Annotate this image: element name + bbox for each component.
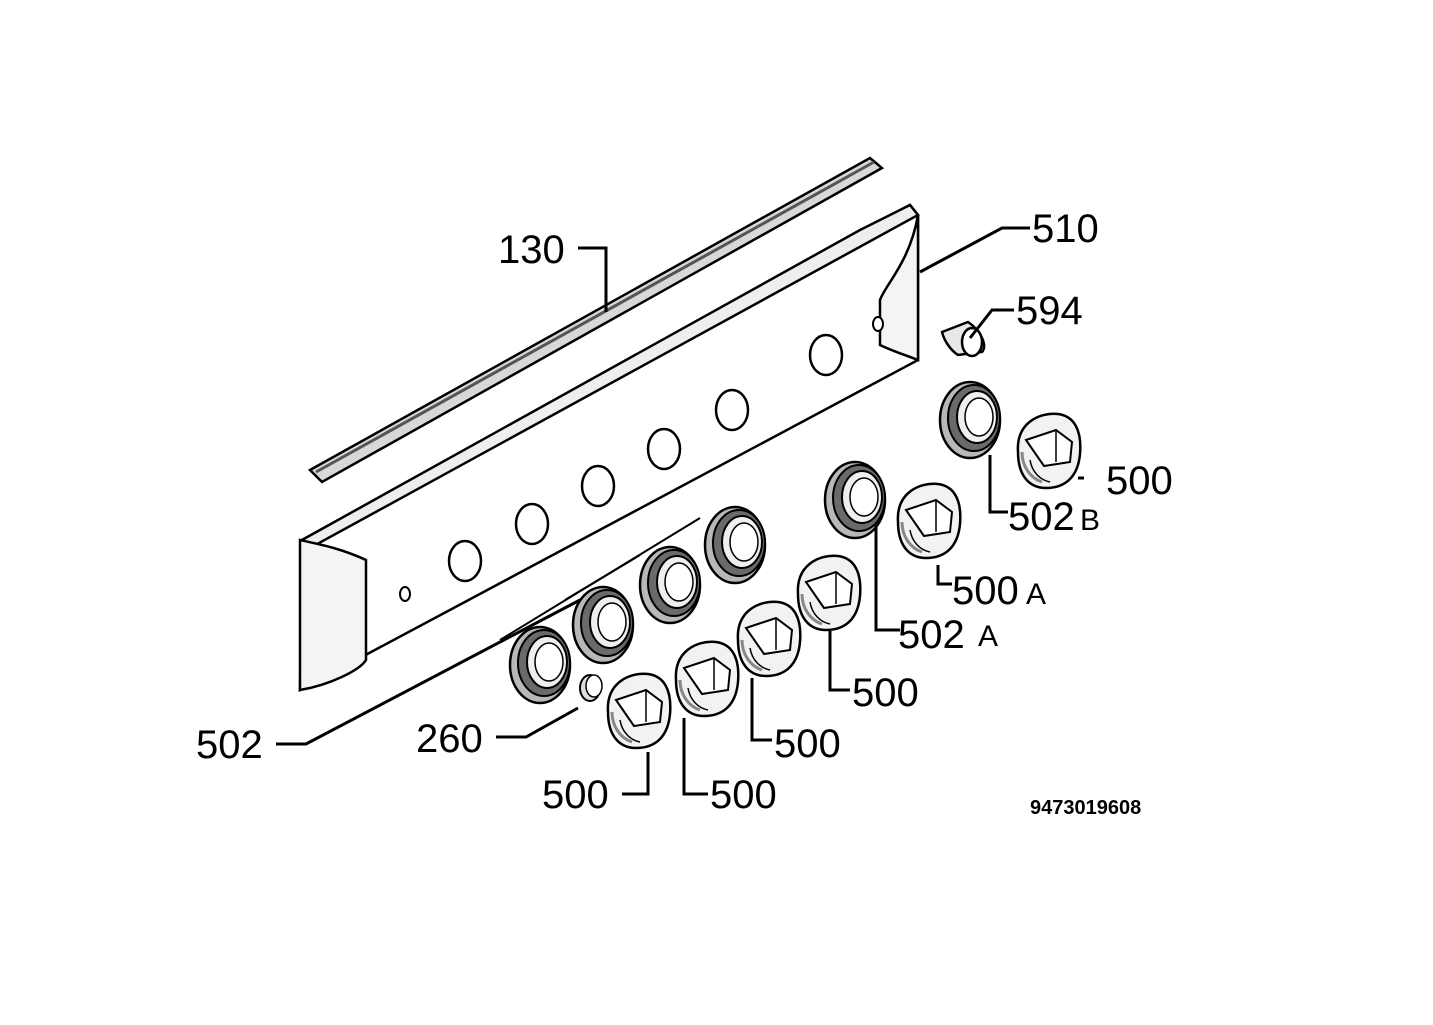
label-500-knob-1: 500 bbox=[542, 773, 609, 817]
label-130: 130 bbox=[498, 228, 565, 272]
spring bbox=[579, 674, 603, 702]
label-500a: 500 bbox=[952, 569, 1019, 613]
label-502a-suffix: A bbox=[978, 620, 998, 653]
label-500a-suffix: A bbox=[1026, 578, 1046, 611]
label-500-knob-3: 500 bbox=[774, 722, 841, 766]
label-510: 510 bbox=[1032, 207, 1099, 251]
indicator-lamp bbox=[940, 320, 986, 358]
leader-lines bbox=[276, 226, 1084, 796]
label-594: 594 bbox=[1016, 289, 1083, 333]
label-502b: 502 bbox=[1008, 495, 1075, 539]
label-502a: 502 bbox=[898, 613, 965, 657]
callout-labels: 130 510 594 502 260 500 500 500 500 500 … bbox=[196, 207, 1173, 819]
gasket-strip bbox=[307, 156, 885, 484]
label-502: 502 bbox=[196, 723, 263, 767]
panel-holes bbox=[399, 316, 884, 602]
label-502b-suffix: B bbox=[1080, 504, 1100, 537]
label-500-knob-4: 500 bbox=[852, 671, 919, 715]
drawing-number: 9473019608 bbox=[1030, 797, 1141, 819]
control-panel bbox=[298, 203, 920, 693]
label-500-knob-2: 500 bbox=[710, 773, 777, 817]
label-500-knob-right: 500 bbox=[1106, 459, 1173, 503]
label-260: 260 bbox=[416, 717, 483, 761]
